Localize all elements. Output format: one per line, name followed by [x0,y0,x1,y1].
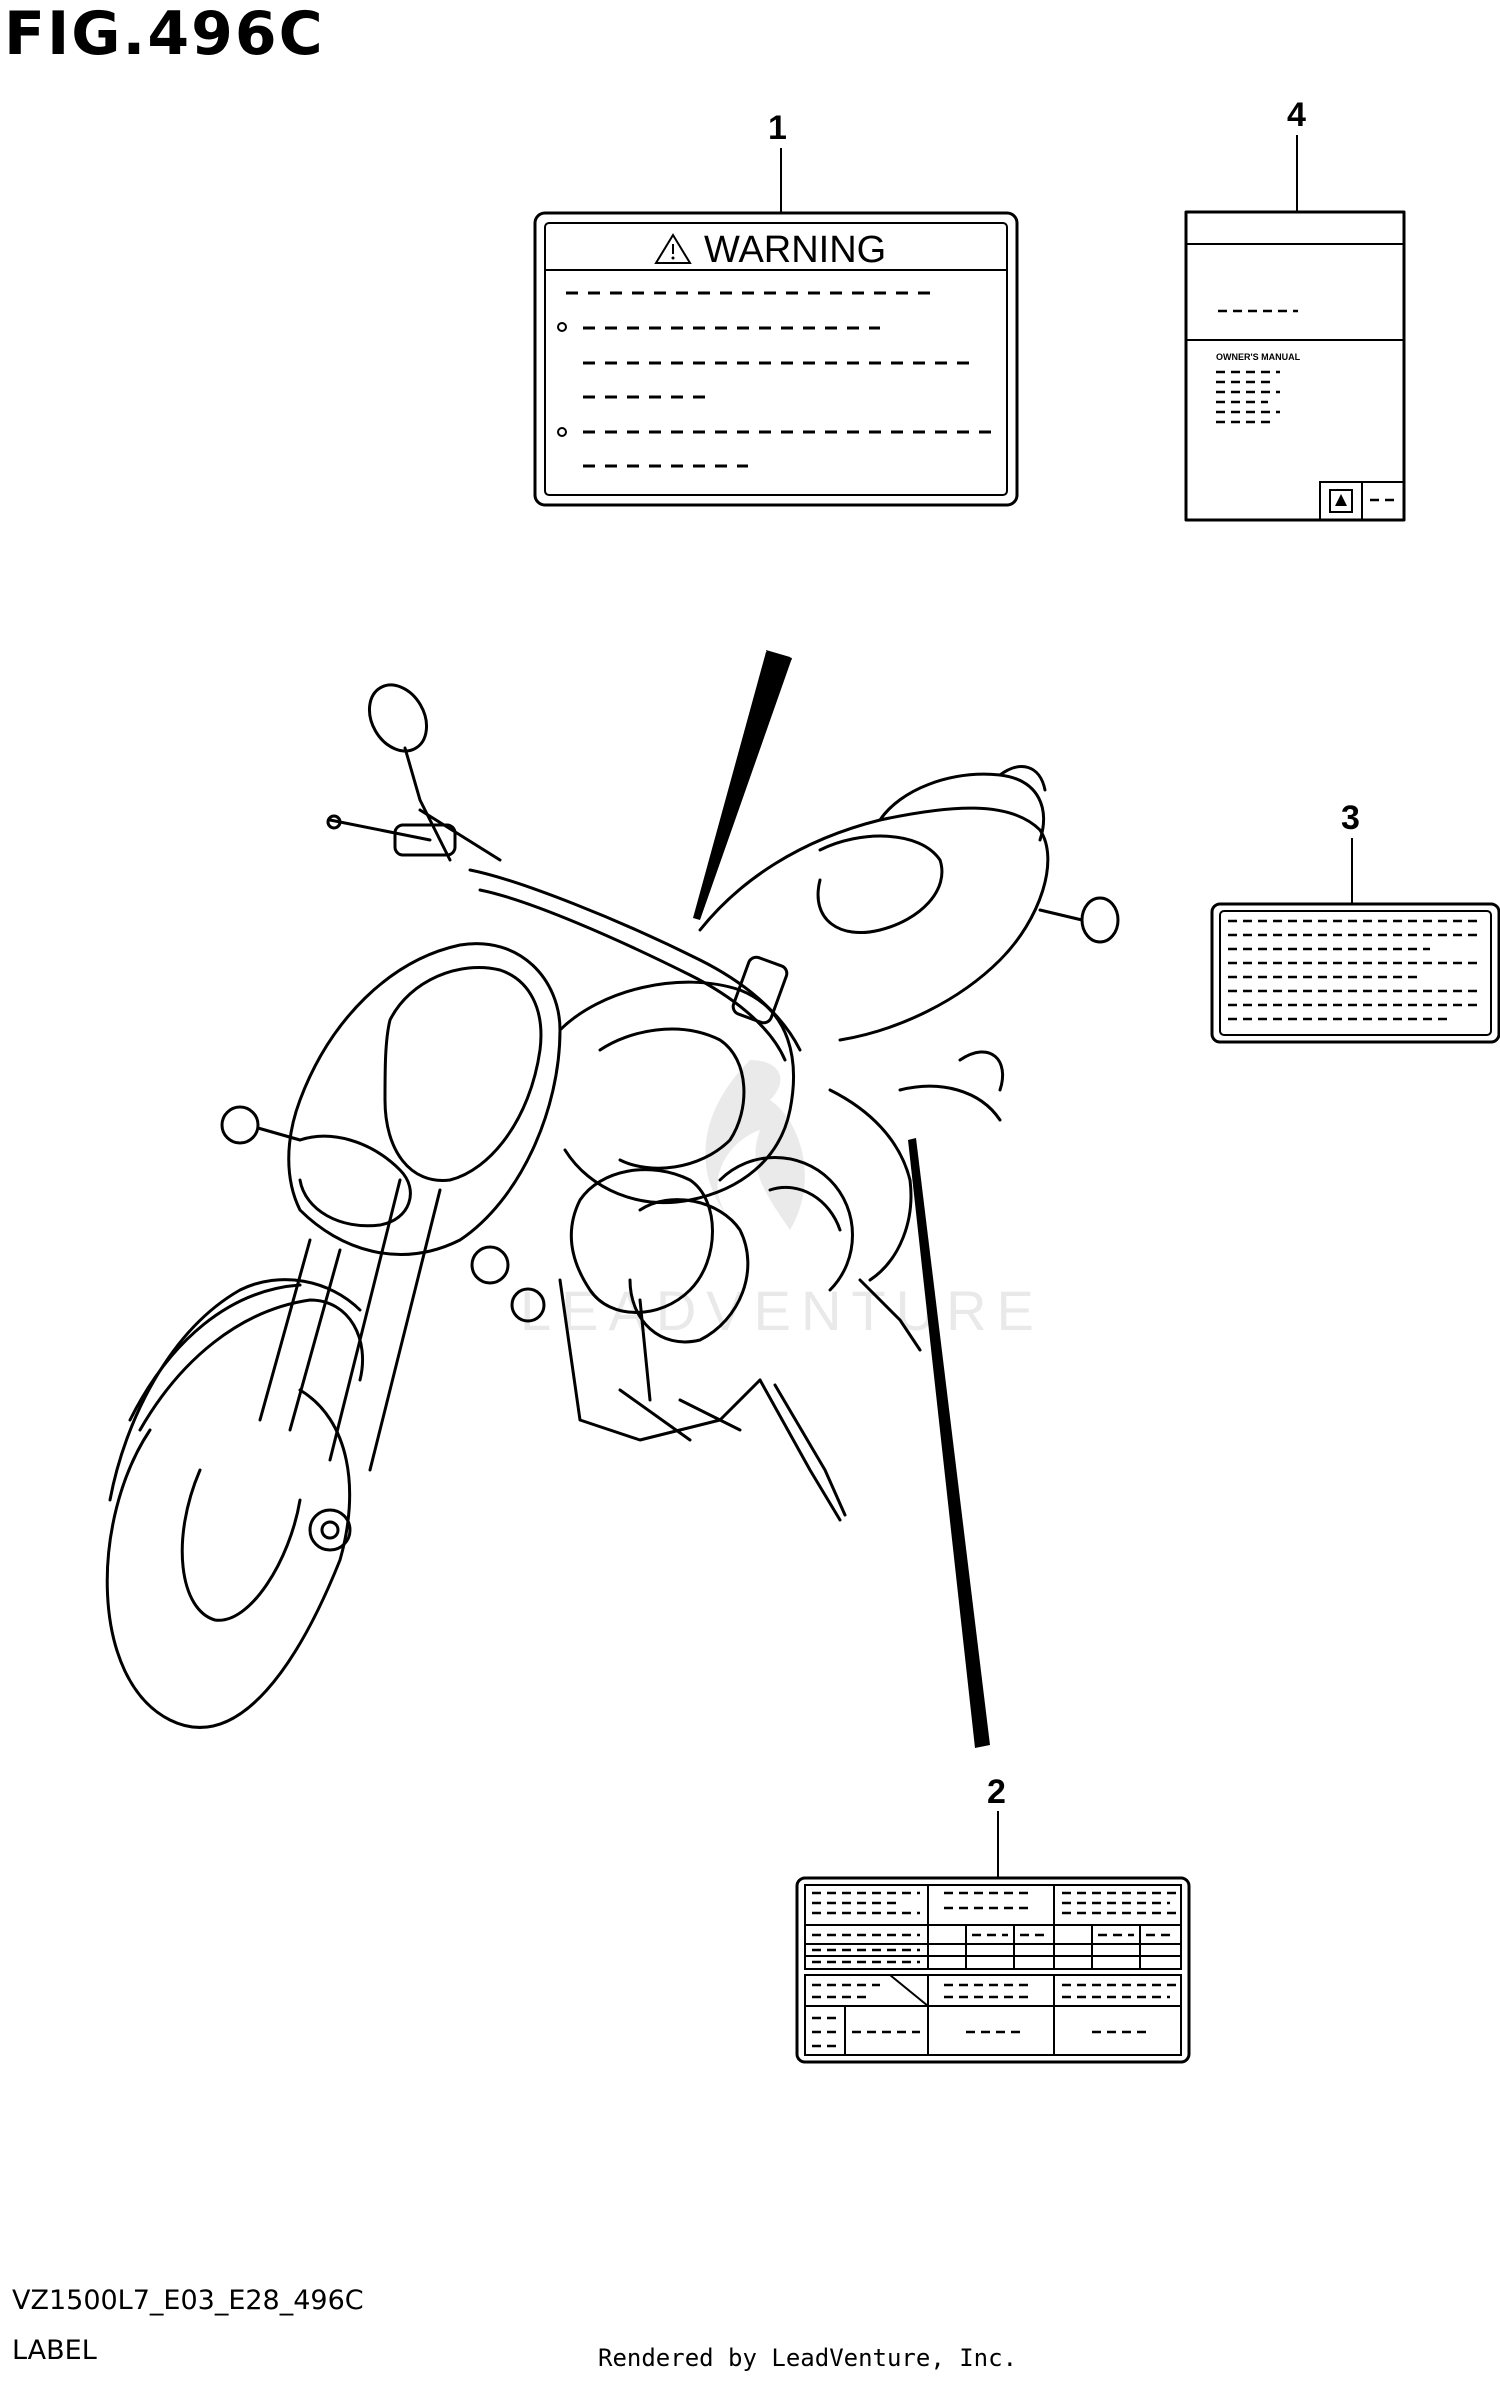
figure-code: VZ1500L7_E03_E28_496C [12,2285,364,2316]
tire-pressure-label [795,1876,1191,2064]
warning-heading: WARNING [704,229,886,271]
motorcycle-illustration [105,683,1120,1729]
watermark: LEADVENTURE [520,1060,1044,1342]
warning-triangle-icon [654,233,692,264]
suzuki-logo-icon [1329,489,1353,513]
callout-3[interactable]: 3 [1341,799,1360,837]
pointer-label-2 [908,1138,990,1748]
owners-manual-booklet: OWNER'S MANUAL [1184,210,1406,522]
figure-title: FIG.496C [4,0,325,69]
section-label: LABEL [12,2335,97,2366]
watermark-text: LEADVENTURE [520,1279,1044,1342]
callout-2[interactable]: 2 [987,1773,1006,1811]
owners-manual-heading: OWNER'S MANUAL [1216,352,1301,362]
callout-1[interactable]: 1 [768,109,787,147]
render-credit: Rendered by LeadVenture, Inc. [598,2344,1018,2372]
tire-info-label [1210,902,1500,1044]
flame-logo-icon [705,1060,805,1230]
warning-label: WARNING [533,211,1019,507]
callout-4[interactable]: 4 [1287,96,1306,134]
